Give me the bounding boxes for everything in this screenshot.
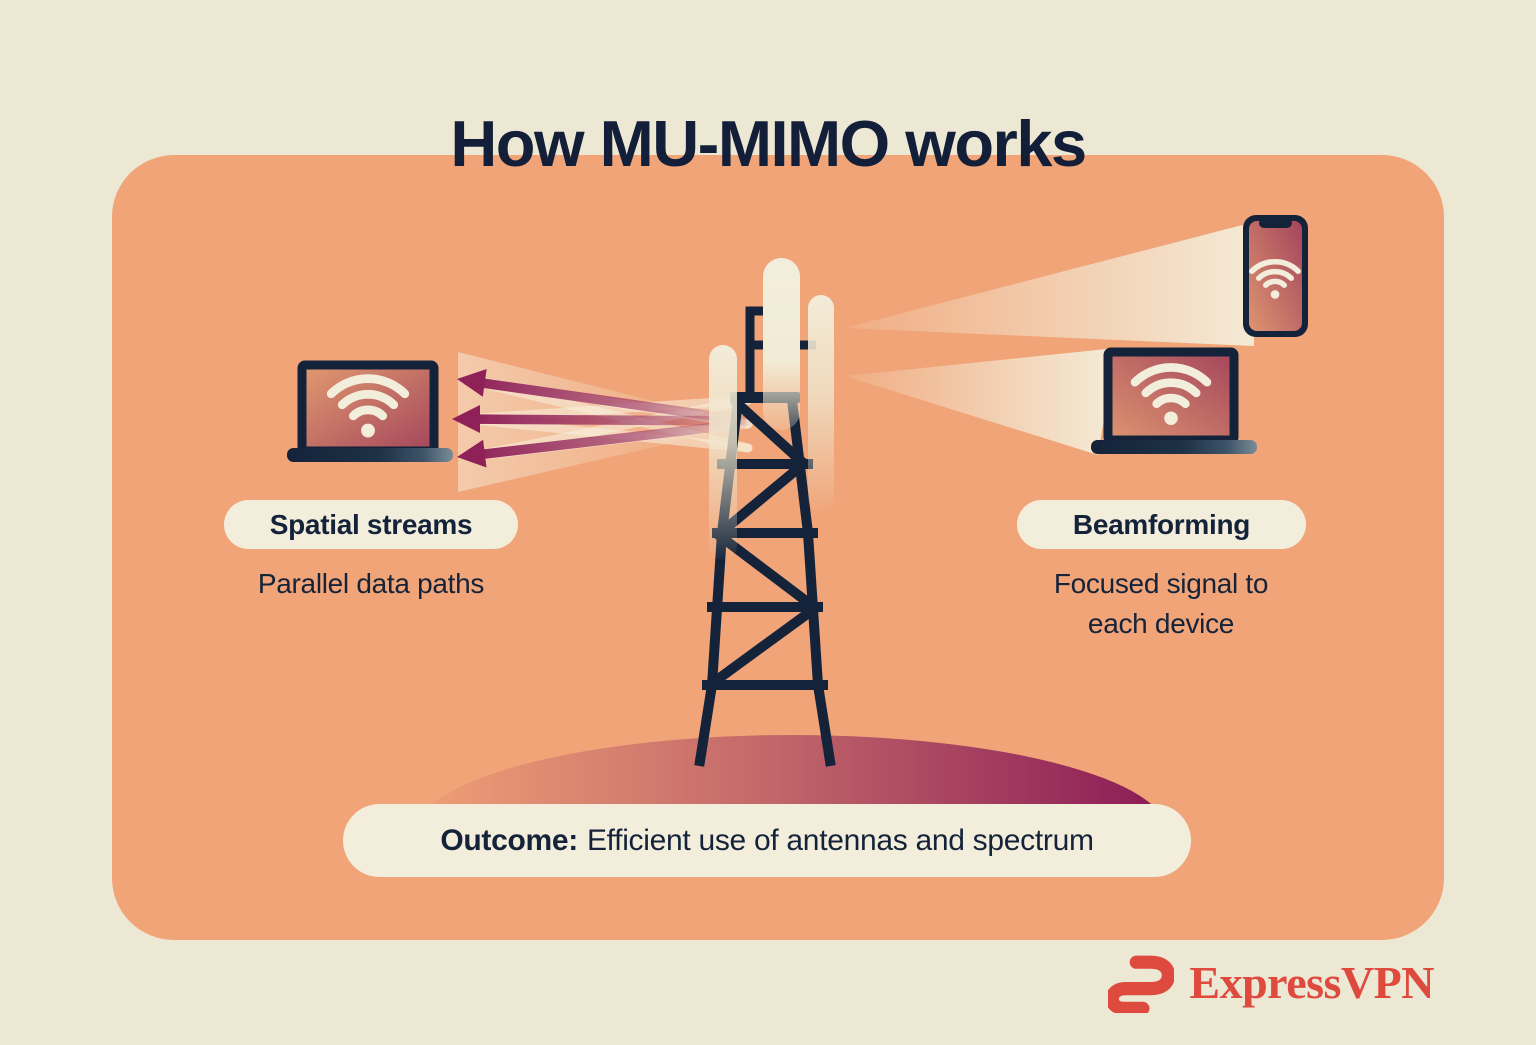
beamforming-label-text: Beamforming	[1072, 508, 1251, 540]
spatial-streams-label: Spatial streams	[224, 500, 518, 549]
antenna-icon	[709, 258, 834, 560]
page-title: How MU-MIMO works	[450, 106, 1087, 180]
spatial-streams-description: Parallel data paths	[257, 568, 485, 599]
beamforming-label: Beamforming	[1017, 500, 1306, 549]
laptop-icon	[287, 360, 453, 462]
spatial-stream-arrows-icon	[452, 352, 753, 492]
spatial-streams-label-text: Spatial streams	[269, 508, 473, 540]
phone-icon	[1243, 215, 1308, 337]
outcome-text: Efficient use of antennas and spectrum	[586, 823, 1094, 857]
laptop-icon	[1091, 347, 1257, 454]
outcome-banner: Outcome: Efficient use of antennas and s…	[343, 804, 1191, 877]
brand-logo: ExpressVPN	[1108, 951, 1434, 1013]
outcome-label: Outcome:	[440, 823, 578, 857]
expressvpn-logo-icon	[1108, 955, 1175, 1013]
brand-logo-text: ExpressVPN	[1189, 956, 1434, 1008]
cell-tower-icon	[694, 258, 836, 767]
beamforming-description: Focused signal to each device	[1053, 568, 1269, 639]
beam-cone-icon	[845, 222, 1254, 455]
